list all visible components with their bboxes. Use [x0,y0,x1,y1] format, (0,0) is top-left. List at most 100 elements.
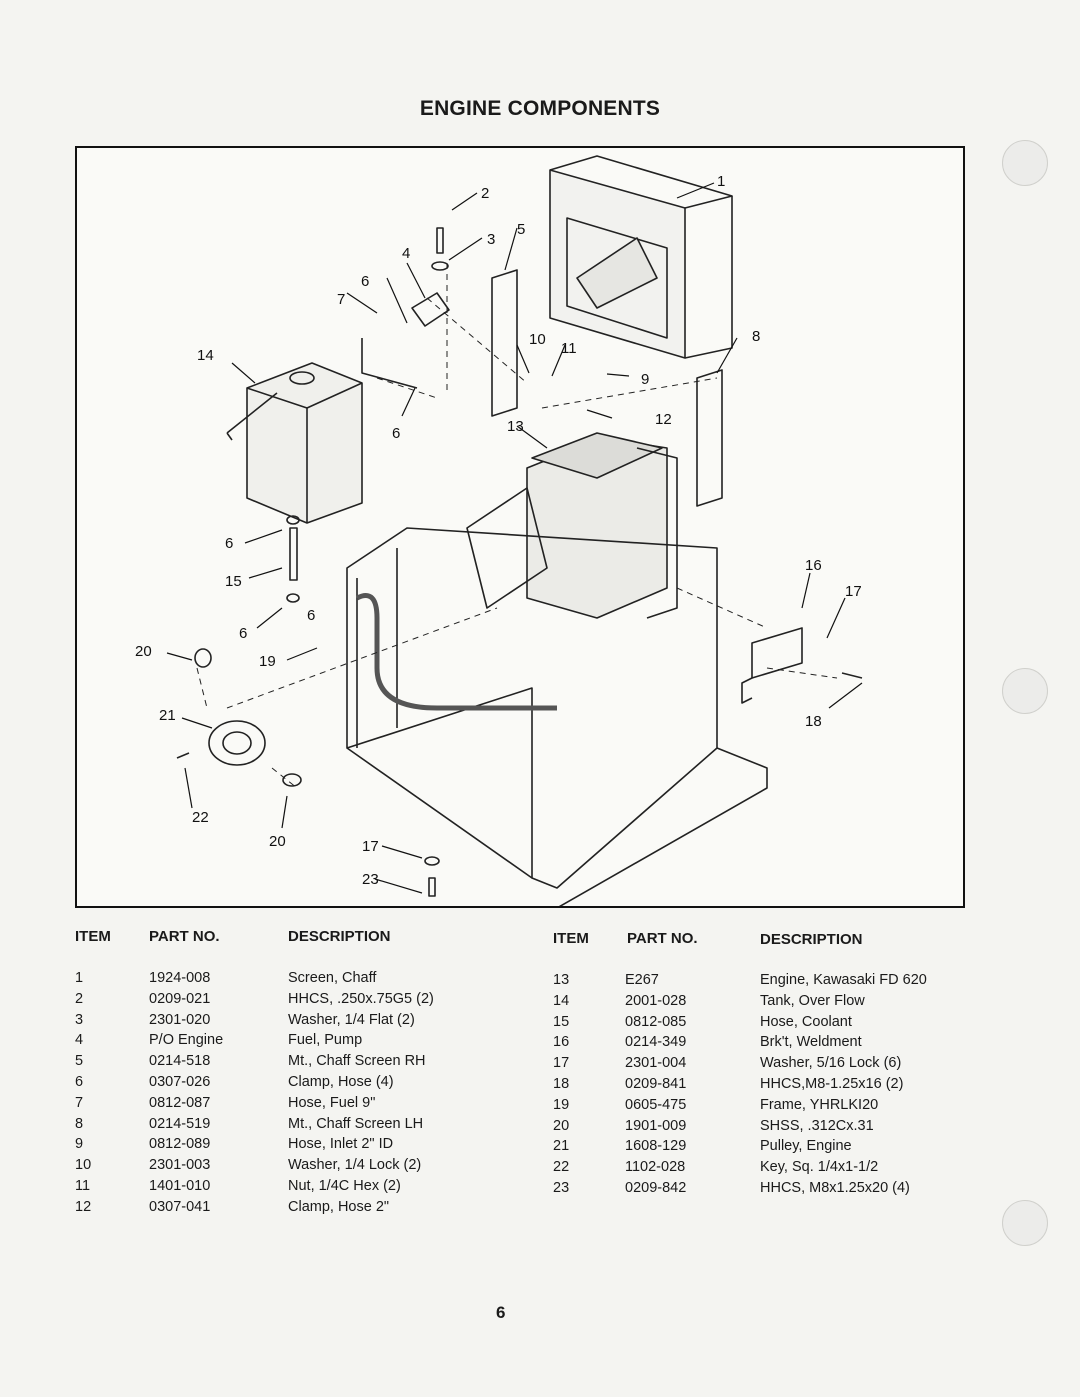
table-cell-desc: Mt., Chaff Screen RH [288,1053,426,1070]
table-cell-part: 2301-004 [625,1055,687,1072]
table-cell-item: 21 [553,1138,570,1155]
table-cell-desc: Washer, 5/16 Lock (6) [760,1055,902,1072]
table-cell-part: 2301-020 [149,1011,211,1028]
callout-20b: 20 [269,833,286,850]
callout-6e: 6 [307,607,315,624]
callout-4: 4 [402,245,410,262]
callout-5: 5 [517,221,525,238]
callout-3: 3 [487,231,495,248]
callout-9: 9 [641,371,649,388]
table-cell-part: 0812-089 [149,1136,211,1153]
table-cell-item: 17 [553,1055,570,1072]
callout-6b: 6 [392,425,400,442]
table-cell-part: 0307-026 [149,1074,211,1090]
callout-22: 22 [192,809,209,826]
page-title: ENGINE COMPONENTS [419,97,661,120]
table-cell-part: 1924-008 [149,970,211,986]
table-cell-item: 23 [553,1180,570,1196]
table-cell-part: 0209-842 [625,1180,687,1196]
table-cell-item: 22 [553,1159,570,1176]
callout-17: 17 [845,583,862,600]
table-cell-part: 2001-028 [625,992,687,1009]
table-cell-desc: Hose, Coolant [760,1013,852,1030]
callout-12: 12 [655,411,672,428]
callout-19: 19 [259,653,276,670]
callout-10: 10 [529,331,546,348]
engine-exploded-view: 1 2 3 4 5 6 7 6 14 10 11 8 9 6 13 12 6 1… [135,155,863,906]
header-item-left: ITEM [75,928,111,945]
table-cell-desc: Engine, Kawasaki FD 620 [760,972,927,988]
callout-16: 16 [805,557,822,574]
table-cell-item: 6 [75,1074,84,1090]
callout-17b: 17 [362,838,379,855]
table-cell-item: 2 [75,990,84,1007]
table-cell-desc: HHCS, M8x1.25x20 (4) [760,1180,910,1196]
table-cell-part: 0812-085 [625,1013,687,1030]
table-cell-part: 2301-003 [149,1157,211,1174]
callout-1: 1 [717,173,725,190]
table-cell-part: 1901-009 [625,1117,687,1134]
callout-6: 6 [361,273,369,290]
table-cell-item: 15 [553,1013,570,1030]
table-cell-item: 11 [75,1178,91,1194]
callout-8: 8 [752,328,760,345]
table-cell-part: 0812-087 [149,1094,211,1111]
punch-hole-middle [1002,668,1048,714]
table-cell-part: 0214-518 [149,1053,211,1070]
page-number: 6 [496,1303,506,1322]
table-cell-item: 14 [553,992,570,1009]
header-item-right: ITEM [553,930,589,947]
table-cell-desc: Key, Sq. 1/4x1-1/2 [760,1159,879,1176]
callout-20: 20 [135,643,152,660]
callout-14: 14 [197,347,214,364]
table-cell-item: 20 [553,1117,570,1134]
header-description-right: DESCRIPTION [760,931,863,948]
table-cell-part: 0209-021 [149,990,211,1007]
callout-15: 15 [225,573,242,590]
table-cell-item: 19 [553,1096,570,1113]
table-cell-part: 0214-519 [149,1115,211,1132]
table-cell-item: 13 [553,972,570,988]
table-cell-part: P/O Engine [149,1032,224,1049]
table-cell-item: 9 [75,1136,84,1153]
table-cell-desc: HHCS,M8-1.25x16 (2) [760,1076,904,1092]
table-cell-desc: Frame, YHRLKI20 [760,1096,879,1113]
header-part-no-left: PART NO. [149,928,220,945]
punch-hole-top [1002,140,1048,186]
table-cell-desc: HHCS, .250x.75G5 (2) [288,990,434,1007]
table-cell-item: 1 [75,970,84,986]
table-cell-desc: Fuel, Pump [288,1032,363,1049]
table-cell-desc: Clamp, Hose 2" [288,1198,390,1215]
header-description-left: DESCRIPTION [288,928,391,945]
table-cell-desc: Washer, 1/4 Lock (2) [288,1157,422,1174]
table-cell-item: 16 [553,1034,570,1051]
table-cell-item: 10 [75,1157,92,1174]
table-cell-desc: Hose, Fuel 9" [288,1094,376,1111]
table-cell-item: 3 [75,1011,84,1028]
table-cell-desc: Screen, Chaff [288,970,377,986]
table-cell-desc: Brk't, Weldment [760,1034,862,1051]
callout-7: 7 [337,291,345,308]
table-cell-part: 1102-028 [625,1159,686,1176]
table-cell-item: 8 [75,1115,84,1132]
callout-6c: 6 [225,535,233,552]
table-cell-desc: Washer, 1/4 Flat (2) [288,1011,415,1028]
table-cell-item: 7 [75,1094,84,1111]
table-cell-part: 0605-475 [625,1096,687,1113]
table-cell-item: 4 [75,1032,84,1049]
callout-11: 11 [561,340,577,357]
table-cell-part: 1401-010 [149,1178,211,1194]
table-cell-part: 0307-041 [149,1198,211,1215]
table-cell-part: 0209-841 [625,1076,687,1092]
table-cell-part: 0214-349 [625,1034,687,1051]
table-cell-desc: Mt., Chaff Screen LH [288,1115,424,1132]
table-cell-desc: SHSS, .312Cx.31 [760,1117,874,1134]
callout-18: 18 [805,713,822,730]
callout-2: 2 [481,185,489,202]
table-cell-desc: Hose, Inlet 2" ID [288,1136,394,1153]
table-cell-part: 1608-129 [625,1138,687,1155]
table-cell-desc: Nut, 1/4C Hex (2) [288,1178,401,1194]
table-cell-item: 12 [75,1198,92,1215]
header-part-no-right: PART NO. [627,930,698,947]
table-cell-desc: Tank, Over Flow [760,992,865,1009]
